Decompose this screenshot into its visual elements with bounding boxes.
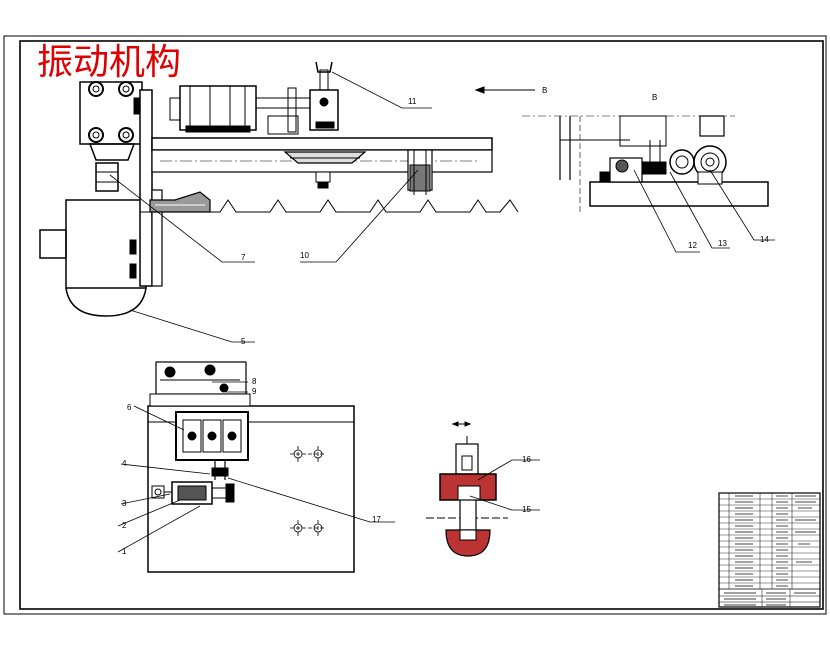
part-label-17: 17 <box>372 515 381 524</box>
part-label-9: 9 <box>252 387 257 396</box>
view-b <box>522 115 769 212</box>
parts-list-table <box>718 492 821 608</box>
sheet-inner-border <box>19 40 824 610</box>
part-label-14: 14 <box>760 235 769 244</box>
sheet-outer-border <box>3 35 827 615</box>
part-label-6: 6 <box>127 403 132 412</box>
drawing-title: 振动机构 <box>37 42 181 83</box>
part-label-10: 10 <box>300 251 309 260</box>
view-label-arrow: B <box>542 86 547 95</box>
part-label-11: 11 <box>408 97 417 106</box>
part-label-13: 13 <box>718 239 727 248</box>
main-front-view <box>39 61 535 317</box>
plan-view <box>147 361 355 573</box>
part-label-1: 1 <box>122 547 127 556</box>
part-label-3: 3 <box>122 499 127 508</box>
part-label-5: 5 <box>241 337 246 346</box>
part-label-15: 15 <box>522 505 531 514</box>
part-label-7: 7 <box>241 253 246 262</box>
section-detail <box>426 421 508 557</box>
part-label-8: 8 <box>252 377 257 386</box>
leader-lines <box>109 71 775 553</box>
view-b-title: B <box>652 93 657 102</box>
part-label-4: 4 <box>122 459 127 468</box>
part-label-2: 2 <box>122 521 127 530</box>
part-label-16: 16 <box>522 455 531 464</box>
part-label-12: 12 <box>688 241 697 250</box>
